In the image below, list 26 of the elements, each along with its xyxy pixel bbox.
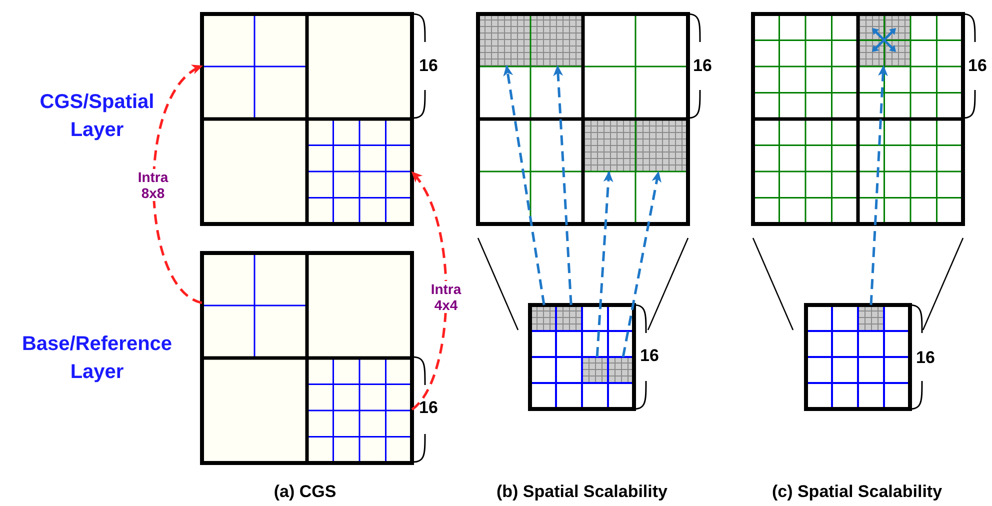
highlighted-block	[636, 120, 687, 172]
macroblock-partition	[202, 14, 307, 118]
dashed-arrow	[870, 65, 888, 306]
subfigure-caption: (b) Spatial Scalability	[496, 482, 668, 502]
dashed-arrow	[622, 171, 662, 358]
macroblock-partition	[202, 253, 307, 357]
dashed-arrow	[503, 65, 546, 306]
dimension-label: 16	[968, 56, 987, 76]
dashed-arrow	[152, 64, 203, 304]
dimension-label: 16	[916, 348, 935, 368]
highlighted-block	[530, 14, 582, 66]
dimension-label: 16	[419, 398, 438, 418]
dashed-arrow	[411, 171, 448, 410]
subfigure-caption: (c) Spatial Scalability	[770, 482, 944, 502]
edge-label: Intra 8x8	[138, 169, 168, 201]
layer-label: Base/Reference Layer	[20, 332, 174, 385]
edge-label: Intra 4x4	[430, 281, 462, 313]
highlighted-block	[478, 14, 530, 66]
dimension-label: 16	[419, 56, 438, 76]
dashed-arrow	[596, 171, 614, 358]
dimension-label: 16	[693, 56, 712, 76]
dashed-arrow	[553, 65, 572, 306]
highlighted-block	[584, 120, 636, 172]
layer-label: CGS/Spatial Layer	[38, 90, 156, 143]
subfigure-caption: (a) CGS	[272, 482, 338, 502]
dimension-label: 16	[640, 346, 659, 366]
